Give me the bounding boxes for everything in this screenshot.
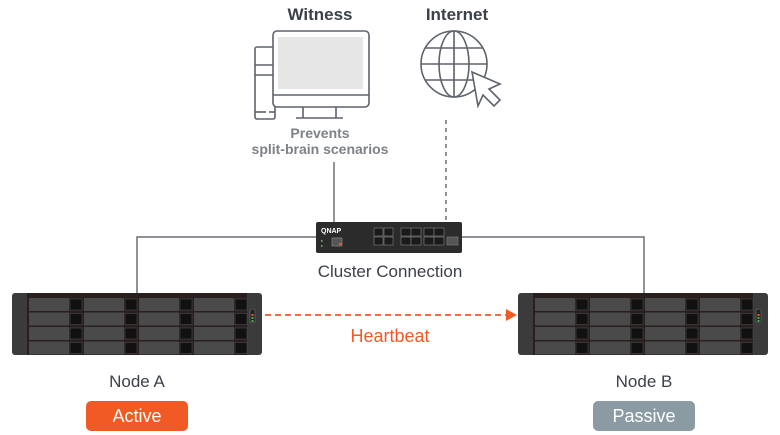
status-led (251, 317, 254, 319)
drive-bay (84, 312, 124, 326)
drive-bay-latch (575, 342, 589, 354)
drive-bay-latch (630, 313, 644, 325)
drive-bay-latch (685, 313, 699, 325)
drive-bay-latch (685, 327, 699, 340)
drive-bay-latch (575, 298, 589, 311)
drive-bay-latch (575, 327, 589, 340)
drive-bay (700, 327, 740, 340)
drive-bay-latch (740, 327, 754, 340)
status-led (757, 320, 760, 322)
status-led (251, 320, 254, 322)
drive-bay (84, 298, 124, 311)
drive-bay (29, 341, 69, 355)
nas-node-b (518, 293, 768, 355)
drive-bay (535, 341, 575, 355)
computer-icon (254, 30, 370, 120)
drive-bay (645, 298, 685, 311)
node-a-status-badge: Active (86, 401, 188, 431)
connection-lines (136, 120, 645, 293)
status-led (251, 314, 254, 316)
drive-bay-latch (179, 298, 193, 311)
drive-bay (645, 341, 685, 355)
drive-bay-latch (234, 342, 248, 354)
drive-bay-latch (124, 327, 138, 340)
drive-bay (645, 312, 685, 326)
drive-bay-latch (234, 327, 248, 340)
globe-icon (420, 30, 502, 109)
drive-bay-latch (740, 298, 754, 311)
nas-node-a (12, 293, 262, 355)
witness-title: Witness (287, 5, 353, 24)
drive-bay (29, 327, 69, 340)
drive-bay (194, 341, 234, 355)
node-b-link (462, 236, 645, 293)
drive-bay (29, 298, 69, 311)
network-switch: QNAP (316, 222, 462, 253)
drive-bay-latch (234, 298, 248, 311)
drive-bay (139, 298, 179, 311)
drive-bay-latch (234, 313, 248, 325)
drive-bay (194, 298, 234, 311)
drive-bay-latch (685, 342, 699, 354)
witness-caption-line2: split-brain scenarios (251, 141, 389, 157)
switch-brand-logo: QNAP (321, 228, 342, 235)
drive-bay (700, 341, 740, 355)
drive-bay-latch (740, 342, 754, 354)
drive-bay (645, 327, 685, 340)
drive-bay-latch (630, 327, 644, 340)
drive-bay (700, 298, 740, 311)
cursor-icon (470, 70, 502, 109)
drive-bay-latch (69, 298, 83, 311)
drive-bay (590, 341, 630, 355)
drive-bay (535, 312, 575, 326)
node-a-name: Node A (109, 372, 165, 391)
drive-bay-latch (69, 327, 83, 340)
cluster-connection-label: Cluster Connection (317, 262, 463, 281)
drive-bay (139, 327, 179, 340)
drive-bay (700, 312, 740, 326)
drive-bay (590, 327, 630, 340)
drive-bay (139, 341, 179, 355)
drive-bay-latch (124, 313, 138, 325)
status-led (757, 314, 760, 316)
drive-bay-latch (179, 342, 193, 354)
drive-bay (535, 327, 575, 340)
drive-bay-latch (685, 298, 699, 311)
drive-bay-latch (630, 298, 644, 311)
drive-bay (590, 298, 630, 311)
drive-bay-latch (740, 313, 754, 325)
status-led (757, 317, 760, 319)
drive-bay (194, 312, 234, 326)
node-a-link (136, 236, 316, 293)
drive-bay (535, 298, 575, 311)
witness-caption-line1: Prevents (290, 125, 350, 141)
node-b-name: Node B (615, 372, 673, 391)
drive-bay-latch (124, 298, 138, 311)
drive-bay-latch (630, 342, 644, 354)
heartbeat-label: Heartbeat (350, 326, 430, 346)
heartbeat-arrow (265, 309, 517, 321)
drive-bay (194, 327, 234, 340)
drive-bay-latch (69, 313, 83, 325)
drive-bay (590, 312, 630, 326)
drive-bay (139, 312, 179, 326)
drive-bay (84, 341, 124, 355)
internet-title: Internet (425, 5, 489, 24)
drive-bay-latch (179, 313, 193, 325)
node-b-status-badge: Passive (593, 401, 695, 431)
drive-bay (84, 327, 124, 340)
drive-bay-latch (124, 342, 138, 354)
drive-bay-latch (179, 327, 193, 340)
drive-bay-latch (69, 342, 83, 354)
drive-bay-latch (575, 313, 589, 325)
drive-bay (29, 312, 69, 326)
